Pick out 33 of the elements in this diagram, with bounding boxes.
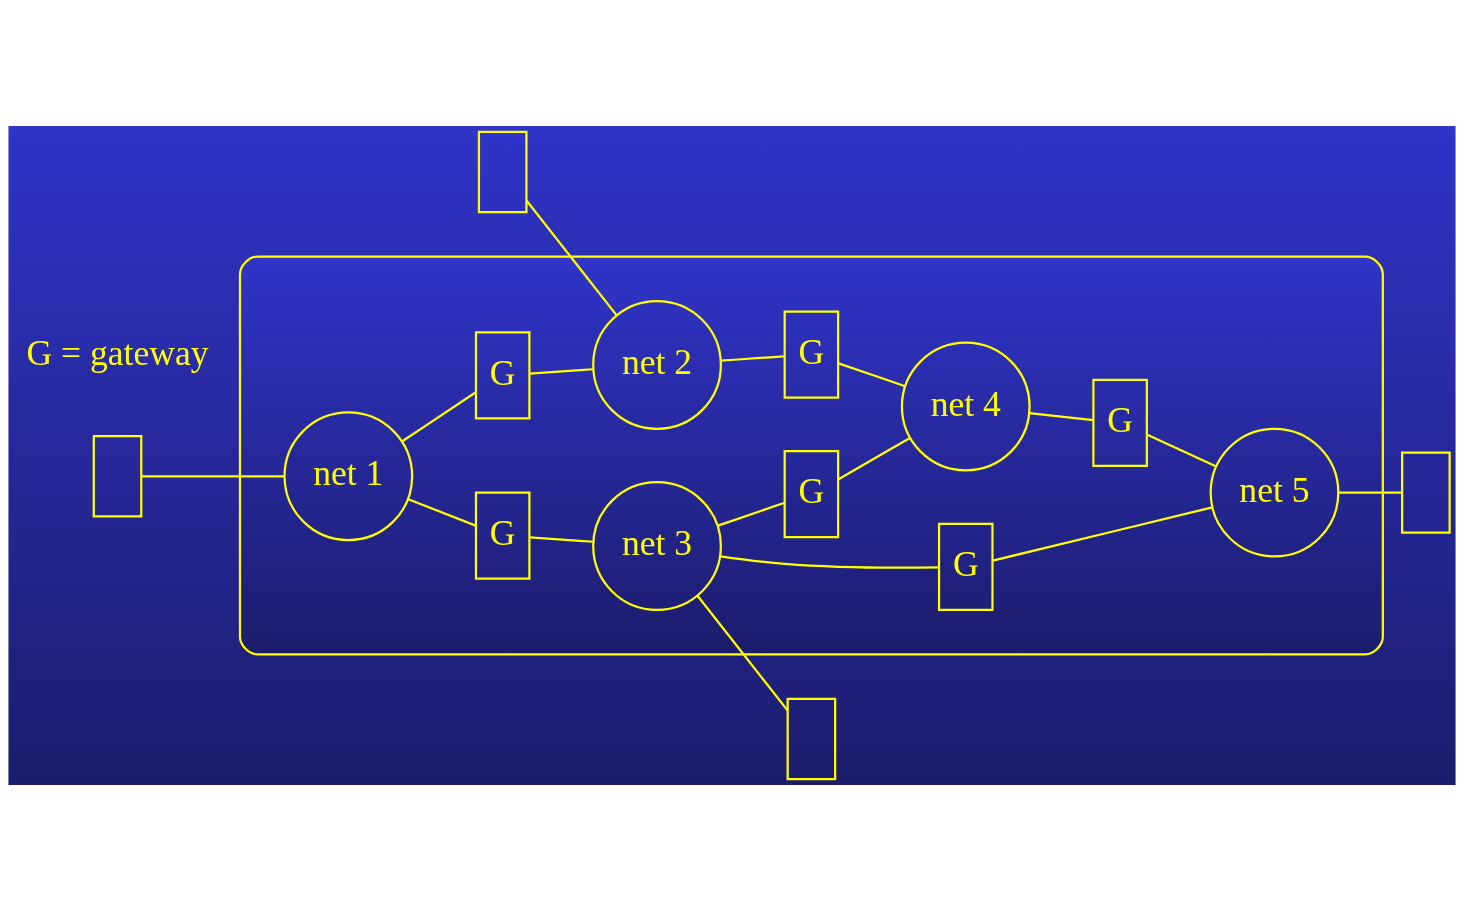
node-box (92, 434, 143, 517)
node-box: G (474, 330, 531, 419)
cluster (238, 255, 1384, 655)
node-box (786, 697, 837, 780)
node-box (1401, 450, 1451, 534)
node-box: G (783, 449, 840, 538)
node-box: G (1092, 378, 1148, 467)
connector (407, 497, 477, 527)
node-circle: net 5 (1209, 427, 1340, 558)
connector (717, 501, 786, 527)
node-circle: net 2 (592, 299, 722, 430)
connector (696, 594, 789, 711)
node-circle: net 4 (900, 341, 1031, 471)
node-box: G (937, 522, 994, 611)
connector (525, 199, 618, 316)
connector (1338, 491, 1402, 494)
connector (720, 554, 939, 569)
label: G = gateway (26, 332, 209, 373)
connector (529, 535, 594, 543)
node-box (477, 130, 528, 213)
connector (838, 436, 911, 480)
connector (720, 354, 785, 362)
node-circle: net 1 (283, 410, 414, 541)
connector (1029, 411, 1094, 421)
connector (141, 474, 285, 477)
node-box: G (474, 491, 531, 580)
connector (401, 390, 477, 442)
connector (529, 367, 594, 375)
connector (1146, 433, 1217, 467)
node-box: G (783, 309, 840, 399)
connector (992, 505, 1213, 562)
node-circle: net 3 (592, 480, 722, 611)
connector (838, 361, 906, 387)
